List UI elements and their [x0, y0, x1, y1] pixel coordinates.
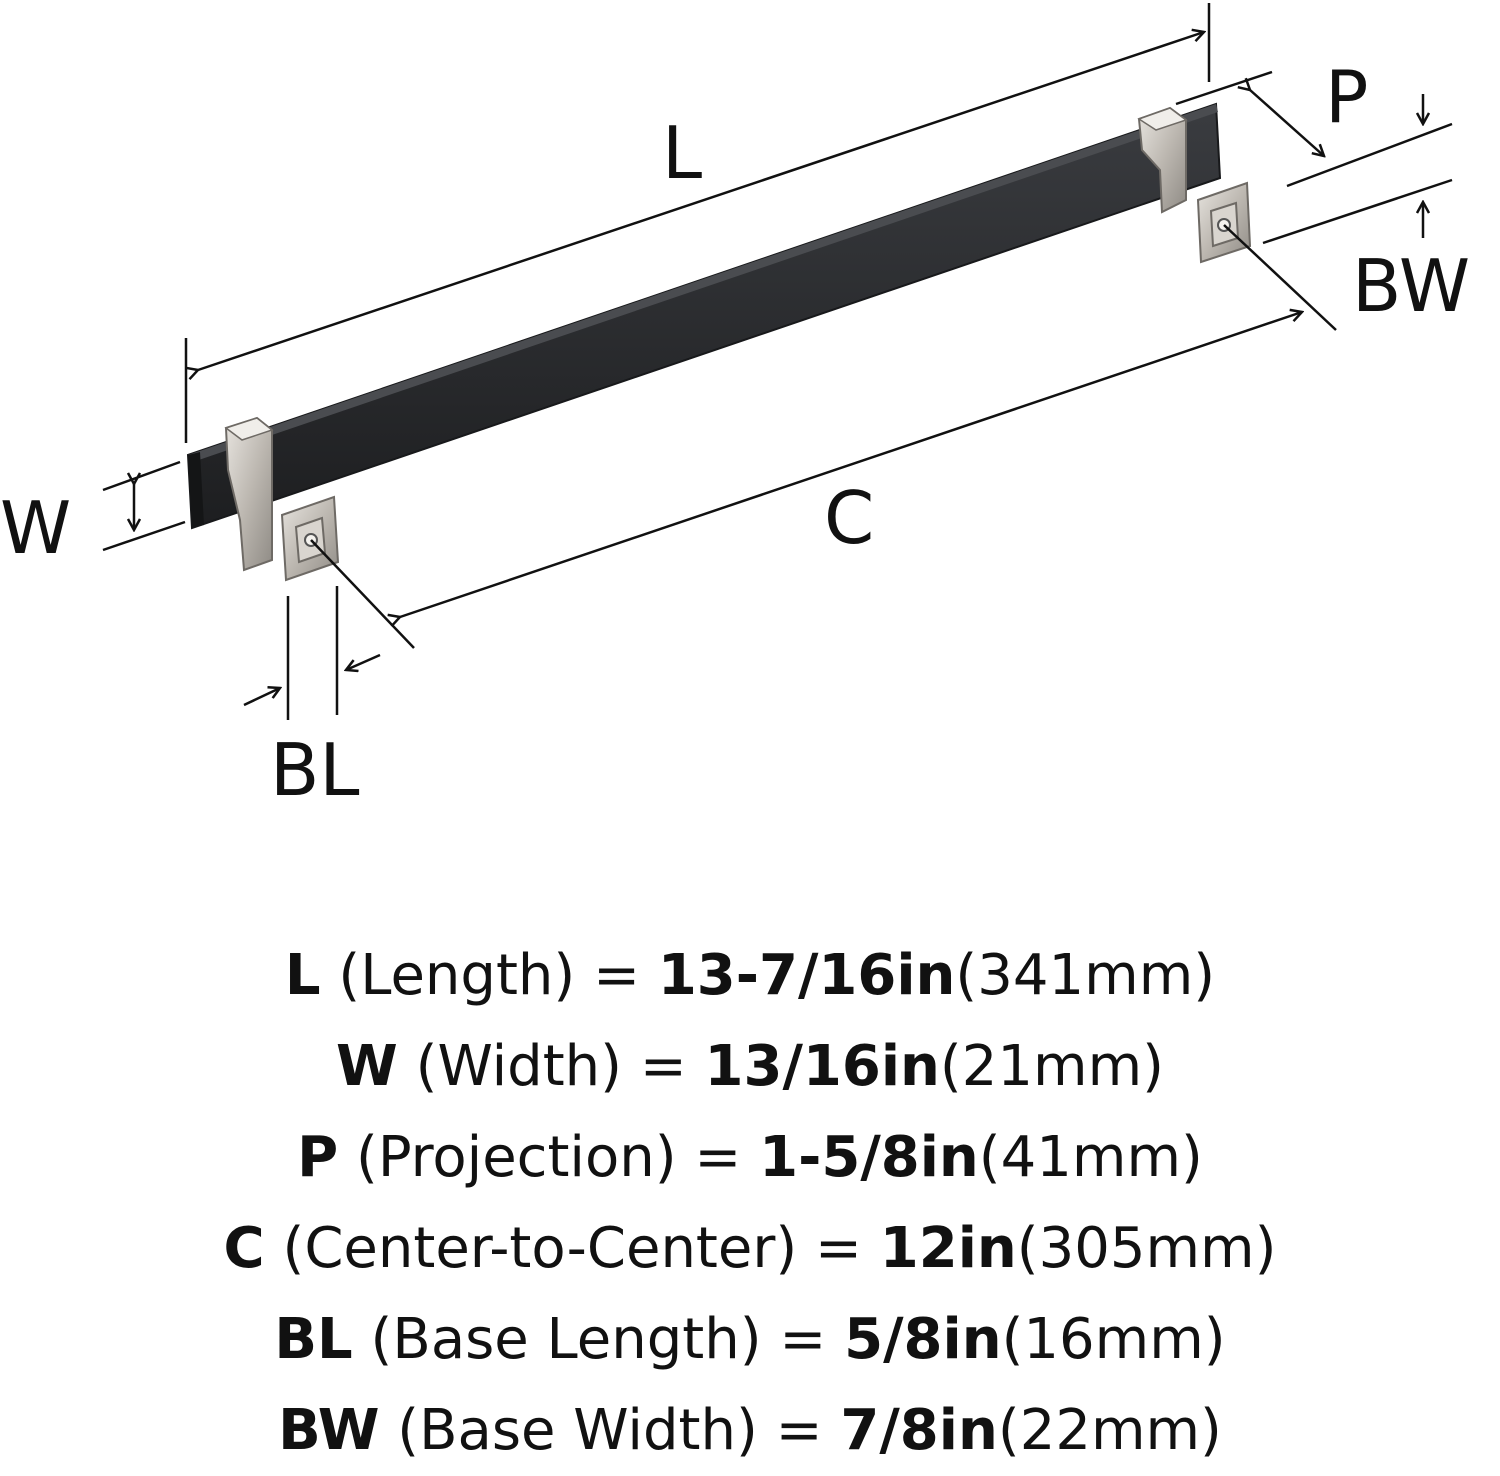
left-post: [224, 416, 340, 582]
spec-metric: (22mm): [997, 1398, 1222, 1463]
spec-name: (Projection): [355, 1125, 677, 1190]
spec-row-center-to-center: C (Center-to-Center) = 12in(305mm): [0, 1203, 1500, 1294]
spec-code: P: [297, 1125, 339, 1190]
label-width: W: [0, 486, 71, 570]
spec-name: (Width): [415, 1034, 622, 1099]
dimension-lines: [102, 3, 1453, 720]
spec-name: (Base Length): [370, 1307, 762, 1372]
spec-name: (Center-to-Center): [282, 1216, 798, 1281]
spec-equals: =: [694, 1125, 742, 1190]
label-base-length: BL: [270, 728, 360, 812]
spec-equals: =: [639, 1034, 687, 1099]
spec-code: BW: [278, 1398, 380, 1463]
spec-row-base-width: BW (Base Width) = 7/8in(22mm): [0, 1385, 1500, 1476]
spec-equals: =: [593, 943, 640, 1008]
spec-metric: (16mm): [1001, 1307, 1226, 1372]
spec-code: L: [284, 943, 321, 1008]
spec-code: C: [223, 1216, 265, 1281]
label-base-width: BW: [1352, 244, 1470, 328]
spec-metric: (21mm): [939, 1034, 1164, 1099]
spec-imperial: 5/8in: [844, 1307, 1002, 1372]
handle-bar: [186, 102, 1222, 530]
spec-equals: =: [775, 1398, 823, 1463]
label-center: C: [824, 476, 874, 560]
label-projection: P: [1325, 55, 1368, 139]
spec-imperial: 1-5/8in: [759, 1125, 979, 1190]
spec-name: (Length): [338, 943, 576, 1008]
label-length: L: [662, 111, 702, 195]
pull-handle-dimension-diagram: L W P C BL BW: [0, 3, 1470, 812]
spec-imperial: 7/8in: [840, 1398, 998, 1463]
spec-equals: =: [815, 1216, 862, 1281]
spec-row-length: L (Length) = 13-7/16in(341mm): [0, 930, 1500, 1021]
spec-code: W: [336, 1034, 398, 1099]
spec-imperial: 13/16in: [704, 1034, 940, 1099]
spec-row-base-length: BL (Base Length) = 5/8in(16mm): [0, 1294, 1500, 1385]
spec-metric: (341mm): [955, 943, 1216, 1008]
spec-equals: =: [779, 1307, 827, 1372]
spec-row-width: W (Width) = 13/16in(21mm): [0, 1021, 1500, 1112]
spec-name: (Base Width): [397, 1398, 758, 1463]
dimension-spec-list: L (Length) = 13-7/16in(341mm) W (Width) …: [0, 930, 1500, 1476]
spec-metric: (305mm): [1016, 1216, 1277, 1281]
spec-code: BL: [274, 1307, 353, 1372]
spec-metric: (41mm): [978, 1125, 1203, 1190]
spec-row-projection: P (Projection) = 1-5/8in(41mm): [0, 1112, 1500, 1203]
spec-imperial: 12in: [879, 1216, 1017, 1281]
spec-imperial: 13-7/16in: [657, 943, 956, 1008]
